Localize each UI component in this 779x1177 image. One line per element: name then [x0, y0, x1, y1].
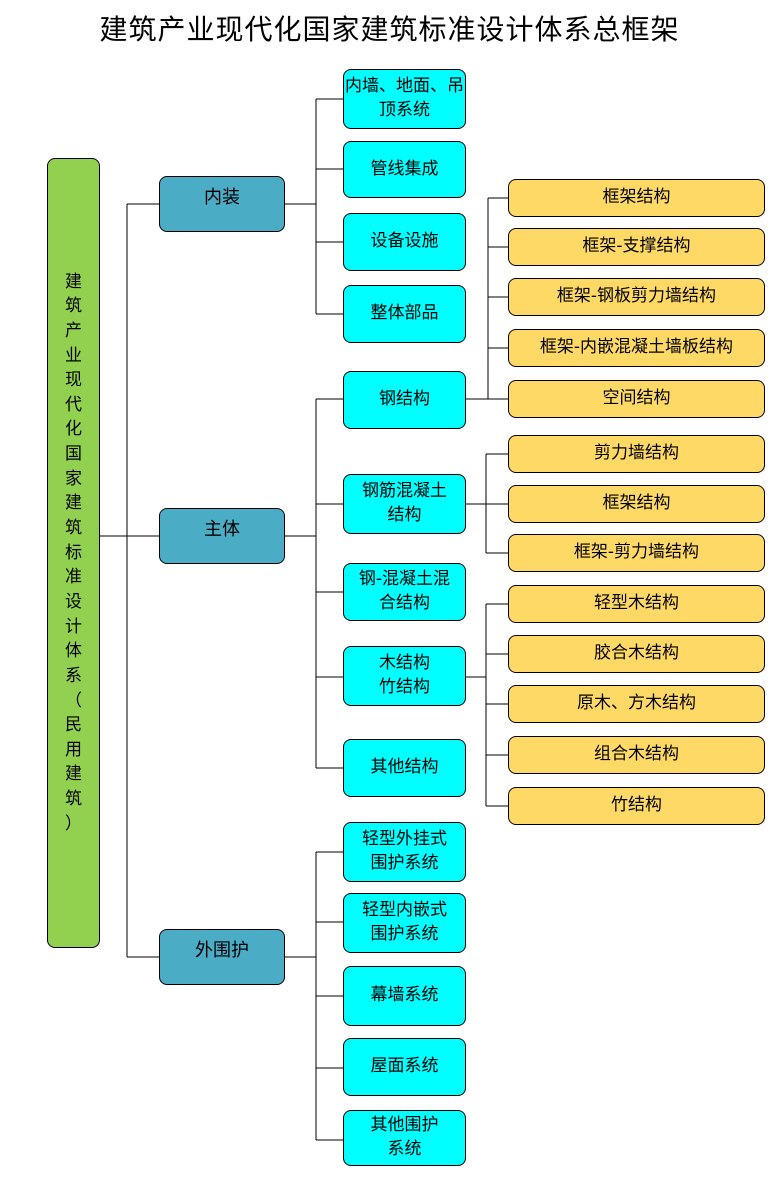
wood-type: 轻型木结构 [508, 585, 765, 623]
structure-item: 钢-混凝土混合结构 [343, 563, 466, 621]
interior-item: 内墙、地面、吊顶系统 [343, 69, 466, 129]
interior-item: 整体部品 [343, 285, 466, 343]
root-label-char: ） [65, 813, 82, 834]
envelope-item: 轻型外挂式围护系统 [343, 822, 466, 882]
root-label-char: 体 [65, 641, 82, 662]
envelope-item: 幕墙系统 [343, 966, 466, 1026]
root-label-char: 现 [65, 370, 82, 391]
root-label-char: 系 [65, 665, 82, 686]
root-label-char: 代 [65, 394, 82, 415]
steel-type: 框架-支撑结构 [508, 228, 765, 266]
rc-type: 框架-剪力墙结构 [508, 534, 765, 572]
envelope-item: 轻型内嵌式围护系统 [343, 893, 466, 953]
structure-item: 钢筋混凝土结构 [343, 474, 466, 534]
structure-item: 其他结构 [343, 739, 466, 797]
root-label-char: 筑 [65, 518, 82, 539]
root-label-char: 筑 [65, 789, 82, 810]
category-envelope: 外围护 [159, 929, 285, 985]
root-label-char: 筑 [65, 296, 82, 317]
wood-type: 原木、方木结构 [508, 685, 765, 723]
root-label-char: （ [65, 690, 82, 711]
envelope-item: 屋面系统 [343, 1038, 466, 1096]
root-label-char: 产 [65, 320, 82, 341]
root-label-char: 建 [65, 271, 82, 292]
steel-type: 框架-内嵌混凝土墙板结构 [508, 329, 765, 367]
category-main-structure: 主体 [159, 508, 285, 564]
root-label-char: 家 [65, 468, 82, 489]
root-node: 建筑产业现代化国家建筑标准设计体系（民用建筑） [47, 158, 100, 948]
category-interior: 内装 [159, 176, 285, 232]
root-label-char: 建 [65, 764, 82, 785]
rc-type: 剪力墙结构 [508, 435, 765, 473]
root-label-char: 标 [65, 542, 82, 563]
wood-type: 组合木结构 [508, 736, 765, 774]
wood-type: 竹结构 [508, 787, 765, 825]
interior-item: 设备设施 [343, 213, 466, 271]
root-label-char: 化 [65, 419, 82, 440]
root-label-char: 建 [65, 493, 82, 514]
root-label-char: 国 [65, 444, 82, 465]
root-label-char: 计 [65, 616, 82, 637]
root-label-char: 准 [65, 567, 82, 588]
structure-item: 钢结构 [343, 371, 466, 429]
diagram-title: 建筑产业现代化国家建筑标准设计体系总框架 [99, 13, 680, 46]
wood-type: 胶合木结构 [508, 635, 765, 673]
rc-type: 框架结构 [508, 485, 765, 523]
steel-type: 框架结构 [508, 179, 765, 217]
root-label-char: 业 [65, 345, 82, 366]
root-label-char: 用 [65, 739, 82, 760]
envelope-item: 其他围护系统 [343, 1110, 466, 1166]
steel-type: 空间结构 [508, 380, 765, 418]
root-label-char: 民 [65, 715, 82, 736]
steel-type: 框架-钢板剪力墙结构 [508, 278, 765, 316]
interior-item: 管线集成 [343, 141, 466, 198]
root-label-char: 设 [65, 591, 82, 612]
structure-item: 木结构竹结构 [343, 646, 466, 706]
